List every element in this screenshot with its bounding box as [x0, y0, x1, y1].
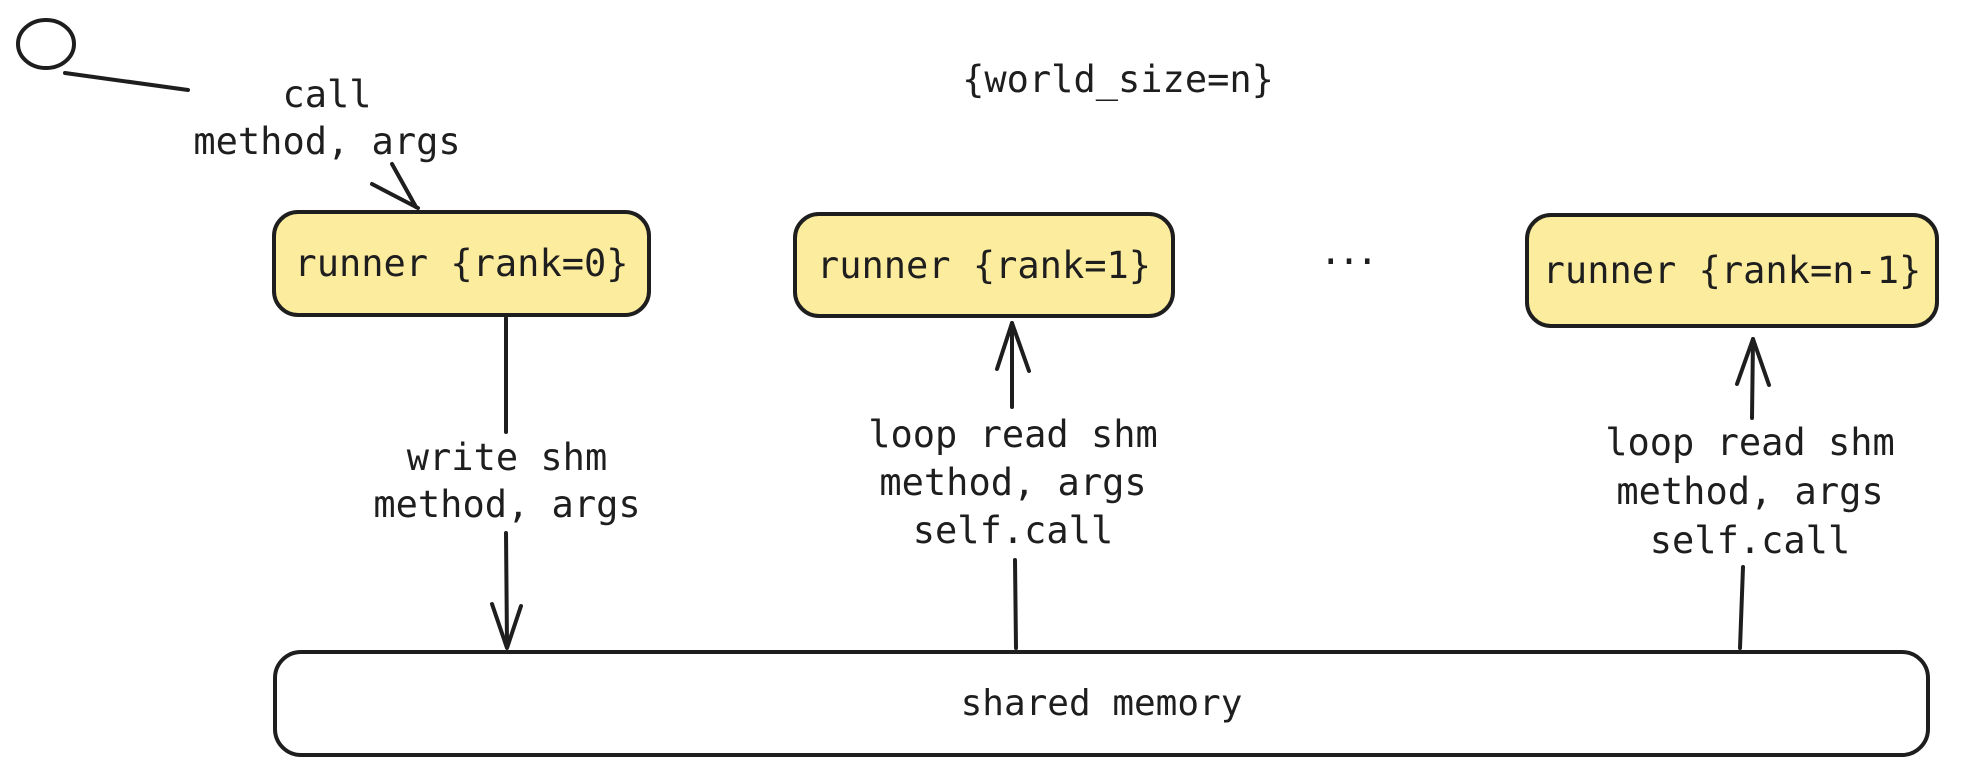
edge-read1-line-lower [1013, 558, 1018, 650]
shared-memory-box: shared memory [273, 650, 1930, 757]
edge-write-arrowhead [490, 602, 523, 650]
actor-circle [16, 18, 76, 70]
edge-read1-label-line-3: self.call [912, 509, 1114, 552]
runner-rank-0-box: runner {rank=0} [272, 210, 651, 317]
edge-read1-label-line-1: loop read shm [868, 413, 1158, 456]
edge-write-label: write shm method, args [373, 434, 640, 528]
actor-line [63, 71, 190, 92]
runner-rank-n-1-box: runner {rank=n-1} [1525, 213, 1939, 328]
edge-read2-label: loop read shm method, args self.call [1605, 418, 1895, 565]
call-label-line-2: method, args [193, 120, 461, 163]
ellipsis-between-runners: ... [1319, 228, 1379, 275]
world-size-annotation: {world_size=n} [962, 56, 1274, 103]
edge-read2-line-upper [1750, 337, 1755, 420]
edge-read2-label-line-2: method, args [1616, 470, 1884, 513]
edge-read2-label-line-3: self.call [1649, 519, 1851, 562]
edge-read2-label-line-1: loop read shm [1605, 421, 1895, 464]
call-label-line-1: call [282, 73, 372, 116]
runner-rank-n-1-label: runner {rank=n-1} [1542, 249, 1922, 292]
edge-write-label-line-2: method, args [373, 483, 641, 526]
edge-write-line-lower [504, 531, 509, 646]
runner-rank-1-box: runner {rank=1} [793, 212, 1175, 318]
runner-rank-1-label: runner {rank=1} [816, 243, 1152, 287]
runner-rank-0-label: runner {rank=0} [294, 242, 629, 285]
world-size-text: {world_size=n} [962, 58, 1274, 101]
edge-read2-line-lower [1738, 565, 1745, 650]
shared-memory-label: shared memory [960, 683, 1243, 724]
edge-read1-label-line-2: method, args [879, 461, 1147, 504]
edge-read1-label: loop read shm method, args self.call [868, 411, 1158, 555]
edge-write-label-line-1: write shm [406, 436, 608, 479]
ellipsis-text: ... [1319, 230, 1379, 273]
call-arrow [370, 162, 420, 210]
call-label: call method, args [193, 71, 460, 165]
